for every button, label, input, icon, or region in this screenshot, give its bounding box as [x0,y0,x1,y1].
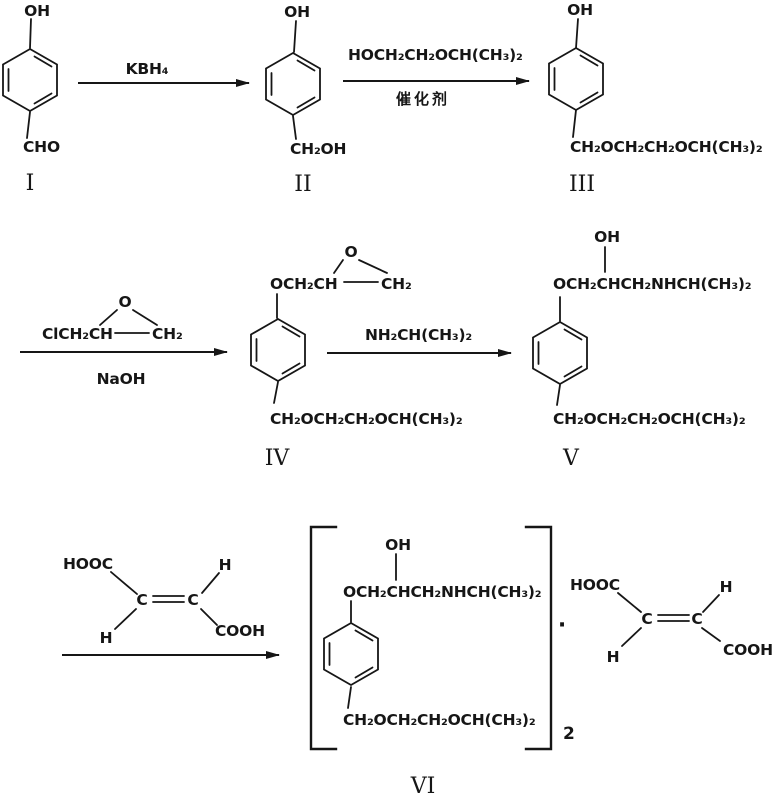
epoxide-bond [99,309,118,326]
bond-line [114,608,137,630]
carboxyl-label: COOH [215,622,265,640]
benzene-ring [548,47,604,111]
bond-line [293,20,297,53]
roman-numeral-iii: III [569,172,595,197]
bond-line [701,627,721,642]
hydroxyl-label: OH [385,536,411,554]
benzene-ring [323,622,379,686]
roman-numeral-ii: II [294,172,311,197]
structure-vi: OH OCH₂CHCH₂NHCH(CH₃)₂ CH₂OCH₂CH₂OCH(CH₃… [309,525,575,799]
diacid-counterion: HOOC H C C H COOH [570,576,773,666]
ether-chain-label: CH₂OCH₂CH₂OCH(CH₃)₂ [553,410,745,428]
roman-numeral-v: V [562,446,580,471]
benzene-ring [532,321,588,385]
reaction-step-2: HOCH₂CH₂OCH(CH₃)₂ 催化剂 [343,46,530,108]
reagent-naoh: NaOH [97,370,146,388]
hydroxyl-label: OH [567,1,593,19]
bracket-left [309,525,338,751]
aldehyde-label: CHO [23,138,60,156]
bracket-right [524,525,553,751]
reaction-step-1: KBH₄ [78,60,250,87]
bond-line [292,115,297,140]
methylene-label: CH₂ [381,275,412,293]
ether-chain-label: CH₂OCH₂CH₂OCH(CH₃)₂ [343,711,535,729]
carbon-label: C [691,610,702,628]
bond-line [617,592,642,613]
carbon-label: C [136,591,147,609]
h-label: H [720,578,733,596]
reagent-kbh4: KBH₄ [126,60,169,78]
h-label: H [219,556,232,574]
hydroxyl-label: OH [284,3,310,21]
aminopropanol-chain-label: OCH₂CHCH₂NHCH(CH₃)₂ [553,275,751,293]
epoxide-bond [358,259,388,274]
aminopropanol-chain-label: OCH₂CHCH₂NHCH(CH₃)₂ [343,583,541,601]
benzene-ring [265,52,321,116]
hydroxyl-label: OH [594,228,620,246]
structure-i: OH CHO I [2,2,60,196]
bond-line [556,384,561,406]
epoxide-oxygen-label: O [119,293,132,311]
reagent-glycol-ether: HOCH₂CH₂OCH(CH₃)₂ [348,46,523,64]
methylene-label: CH₂ [152,325,183,343]
ether-chain-label: CH₂OCH₂CH₂OCH(CH₃)₂ [270,410,462,428]
salt-dot: · [558,613,566,638]
bond-line [575,18,579,49]
roman-numeral-iv: IV [265,446,291,471]
bond-line [200,608,218,626]
epoxide-bond [333,259,344,274]
h-label: H [607,648,620,666]
carbon-label: C [187,591,198,609]
epoxide-bond [132,309,158,326]
catalyst-label: 催化剂 [396,90,450,108]
h-label: H [100,629,113,647]
reaction-step-3: O ClCH₂CH CH₂ NaOH [20,293,228,388]
carboxyl-label: COOH [723,641,773,659]
roman-numeral-i: I [26,171,35,196]
ether-chain-label: CH₂OCH₂CH₂OCH(CH₃)₂ [570,138,762,156]
roman-numeral-vi: VI [410,774,436,799]
benzene-ring [250,318,306,382]
bond-line [621,627,642,647]
bond-line [572,109,577,138]
carbon-label: C [641,610,652,628]
diacid-reagent: HOOC H C C H COOH [62,555,280,659]
bond-line [273,381,279,404]
glycidyl-chain-label: OCH₂CH [270,275,337,293]
hydroxyl-label: OH [24,2,50,20]
epoxide-oxygen-label: O [345,243,358,261]
chloromethyl-label: ClCH₂CH [42,325,113,343]
bond-line [26,111,31,139]
structure-ii: OH CH₂OH II [265,3,346,197]
bond-line [702,594,720,613]
bond-line [347,686,352,709]
bond-line [201,572,220,594]
structure-iv: O OCH₂CH CH₂ CH₂OCH₂CH₂OCH(CH₃)₂ IV [250,243,463,471]
reaction-step-4: NH₂CH(CH₃)₂ [327,326,512,357]
reagent-isopropylamine: NH₂CH(CH₃)₂ [365,326,472,344]
stoichiometry-subscript: 2 [563,724,575,744]
carboxyl-label: HOOC [63,555,113,573]
structure-v: OH OCH₂CHCH₂NHCH(CH₃)₂ CH₂OCH₂CH₂OCH(CH₃… [532,228,752,471]
bond-line [29,18,32,49]
carboxyl-label: HOOC [570,576,620,594]
bond-line [110,571,138,595]
structure-iii: OH CH₂OCH₂CH₂OCH(CH₃)₂ III [548,1,763,197]
hydroxymethyl-label: CH₂OH [290,140,346,158]
benzene-ring [2,48,58,112]
